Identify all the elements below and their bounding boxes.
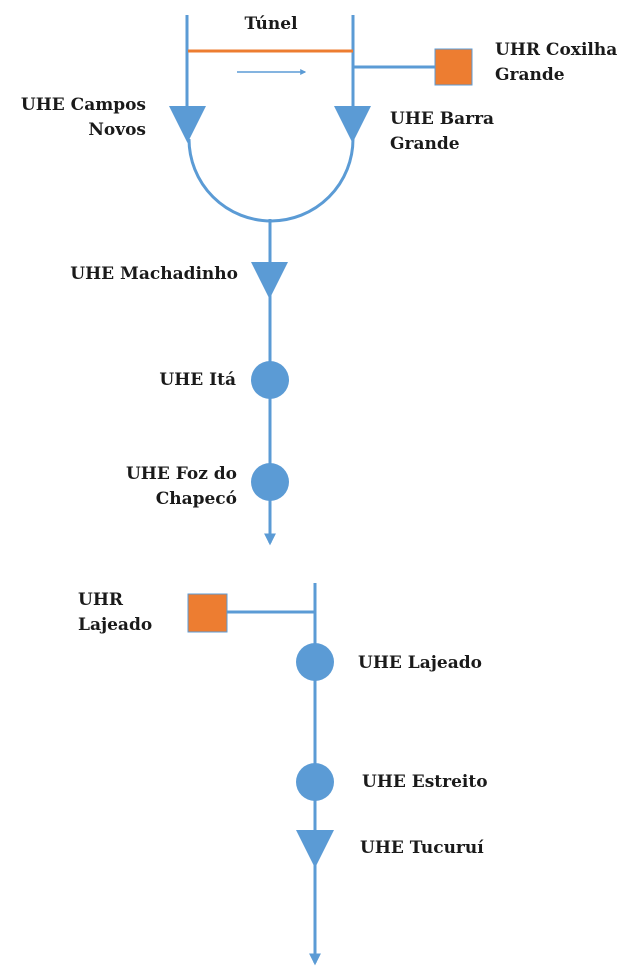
- barra-grande-label: UHE Barra Grande: [390, 107, 494, 157]
- tunnel-label: Túnel: [244, 14, 298, 34]
- uhe-lajeado-plant-circle-icon: [296, 643, 334, 681]
- barra-grande-plant-triangle-icon: [334, 106, 371, 143]
- barra-grande-label-line2: Grande: [390, 134, 460, 154]
- ita-plant-circle-icon: [251, 361, 289, 399]
- uhe-lajeado-label: UHE Lajeado: [358, 653, 482, 673]
- uhr-lajeado-pumped-storage-icon: [187, 593, 228, 633]
- ita-label: UHE Itá: [159, 370, 236, 390]
- estreito-label: UHE Estreito: [362, 772, 488, 792]
- campos-novos-label-line2: Novos: [88, 120, 146, 140]
- coxilha-grande-label-line2: Grande: [495, 65, 565, 85]
- campos-novos-label: UHE Campos Novos: [2, 93, 146, 143]
- uhr-lajeado-label: UHR Lajeado: [78, 588, 152, 638]
- confluence-arc: [187, 138, 355, 223]
- campos-novos-plant-triangle-icon: [169, 106, 206, 143]
- estreito-plant-circle-icon: [296, 763, 334, 801]
- barra-grande-label-line1: UHE Barra: [390, 109, 495, 129]
- uhr-lajeado-label-line1: UHR: [78, 590, 124, 610]
- machadinho-label: UHE Machadinho: [70, 264, 238, 284]
- tucurui-plant-triangle-icon: [296, 830, 334, 868]
- machadinho-plant-triangle-icon: [251, 262, 288, 299]
- foz-do-chapeco-label: UHE Foz do Chapecó: [60, 462, 237, 512]
- coxilha-grande-pumped-storage-icon: [434, 48, 473, 86]
- foz-do-chapeco-plant-circle-icon: [251, 463, 289, 501]
- foz-do-chapeco-label-line1: UHE Foz do: [125, 464, 237, 484]
- foz-do-chapeco-label-line2: Chapecó: [155, 489, 237, 509]
- uhr-lajeado-label-line2: Lajeado: [78, 615, 153, 635]
- coxilha-grande-label-line1: UHR Coxilha: [495, 40, 618, 60]
- campos-novos-label-line1: UHE Campos: [20, 95, 146, 115]
- tucurui-label: UHE Tucuruí: [360, 838, 484, 858]
- coxilha-grande-label: UHR Coxilha Grande: [495, 38, 617, 88]
